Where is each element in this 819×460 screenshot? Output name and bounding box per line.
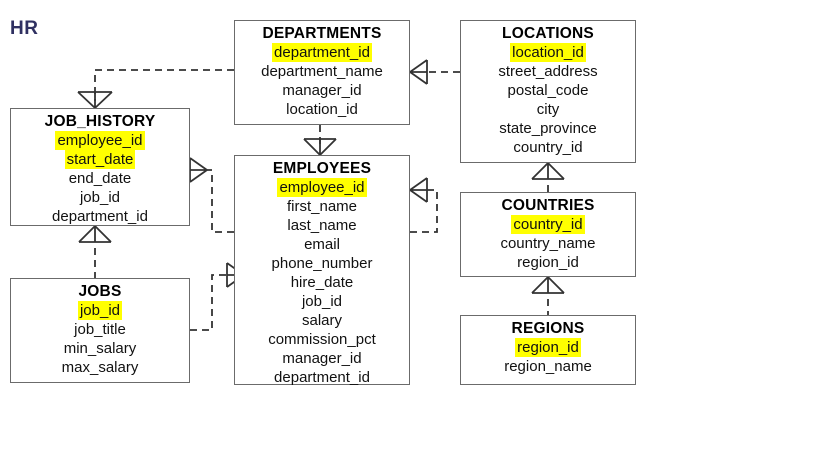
attribute: job_id [239,292,405,311]
attribute-label: job_title [74,321,126,338]
attribute-label: phone_number [271,255,373,272]
attribute-label: state_province [499,120,597,137]
attribute: commission_pct [239,330,405,349]
rel-employees-manager-crowfoot [409,177,428,203]
attribute: max_salary [15,358,185,377]
attribute: country_name [465,234,631,253]
attribute: job_id [15,188,185,207]
attribute-label: location_id [286,101,358,118]
attribute: department_name [239,62,405,81]
attribute-label: job_id [79,189,121,206]
rel-employees-manager-line [410,189,438,233]
attribute-label: employee_id [277,178,367,197]
rel-jobs-employees-line [190,274,227,331]
attribute: min_salary [15,339,185,358]
entity-title: DEPARTMENTS [262,25,382,42]
attribute-label: street_address [498,63,598,80]
attribute: job_title [15,320,185,339]
rel-jobs-job-history-crowfoot [78,225,112,243]
attribute-label: country_name [500,235,596,252]
attribute: email [239,235,405,254]
attribute: state_province [465,119,631,138]
attribute: region_name [465,357,631,376]
entity-title: LOCATIONS [502,25,594,42]
attribute: department_id [239,368,405,387]
attribute: hire_date [239,273,405,292]
attribute: end_date [15,169,185,188]
attribute-label: start_date [64,150,136,169]
attribute-label: email [304,236,340,253]
attribute: manager_id [239,81,405,100]
attribute-label: commission_pct [268,331,376,348]
rel-departments-locations-crowfoot [409,59,428,85]
attribute-label: employee_id [55,131,145,150]
attribute-primary-key: employee_id [15,131,185,150]
attribute: manager_id [239,349,405,368]
attribute: region_id [465,253,631,272]
attribute-label: country_id [511,215,585,234]
attribute: postal_code [465,81,631,100]
entity-title: EMPLOYEES [272,160,372,177]
attribute-label: first_name [286,198,358,215]
entity-title: COUNTRIES [501,197,595,214]
entity-title: JOB_HISTORY [44,113,156,130]
attribute-label: country_id [513,139,583,156]
attribute-label: location_id [510,43,586,62]
rel-departments-job-history-crowfoot [77,91,113,109]
attribute-label: department_name [261,63,383,80]
rel-employees-job-history-line [207,169,234,233]
attribute-label: salary [301,312,342,329]
attribute-primary-key: country_id [465,215,631,234]
attribute-label: max_salary [61,359,139,376]
attribute-label: postal_code [507,82,589,99]
attribute-label: city [536,101,560,118]
attribute: last_name [239,216,405,235]
diagram-title: HR [10,18,39,39]
attribute-label: manager_id [282,82,362,99]
attribute: location_id [239,100,405,119]
attribute-label: hire_date [290,274,354,291]
attribute-label: region_name [504,358,592,375]
attribute-label: department_id [274,369,370,386]
rel-employees-job-history-crowfoot [189,157,208,183]
attribute-primary-key: employee_id [239,178,405,197]
attribute-label: last_name [287,217,357,234]
rel-departments-employees-crowfoot [303,138,337,156]
attribute-label: end_date [68,170,132,187]
attribute-label: department_id [272,43,372,62]
entity-title: JOBS [78,283,122,300]
attribute: first_name [239,197,405,216]
attribute: country_id [465,138,631,157]
attribute: department_id [15,207,185,226]
attribute-primary-key: region_id [465,338,631,357]
attribute-label: region_id [517,254,579,271]
attribute: city [465,100,631,119]
attribute-label: department_id [52,208,148,225]
attribute: salary [239,311,405,330]
attribute-label: job_id [301,293,343,310]
attribute: phone_number [239,254,405,273]
attribute-primary-key: location_id [465,43,631,62]
rel-departments-job-history-line [94,69,234,101]
attribute-label: job_id [77,301,123,320]
attribute-label: min_salary [63,340,137,357]
entity-title: REGIONS [511,320,585,337]
attribute-label: manager_id [282,350,362,367]
rel-countries-regions-crowfoot [531,276,565,294]
attribute: street_address [465,62,631,81]
attribute-label: region_id [515,338,581,357]
attribute-primary-key: job_id [15,301,185,320]
attribute-primary-key: department_id [239,43,405,62]
rel-locations-countries-crowfoot [531,162,565,180]
attribute-primary-key: start_date [15,150,185,169]
